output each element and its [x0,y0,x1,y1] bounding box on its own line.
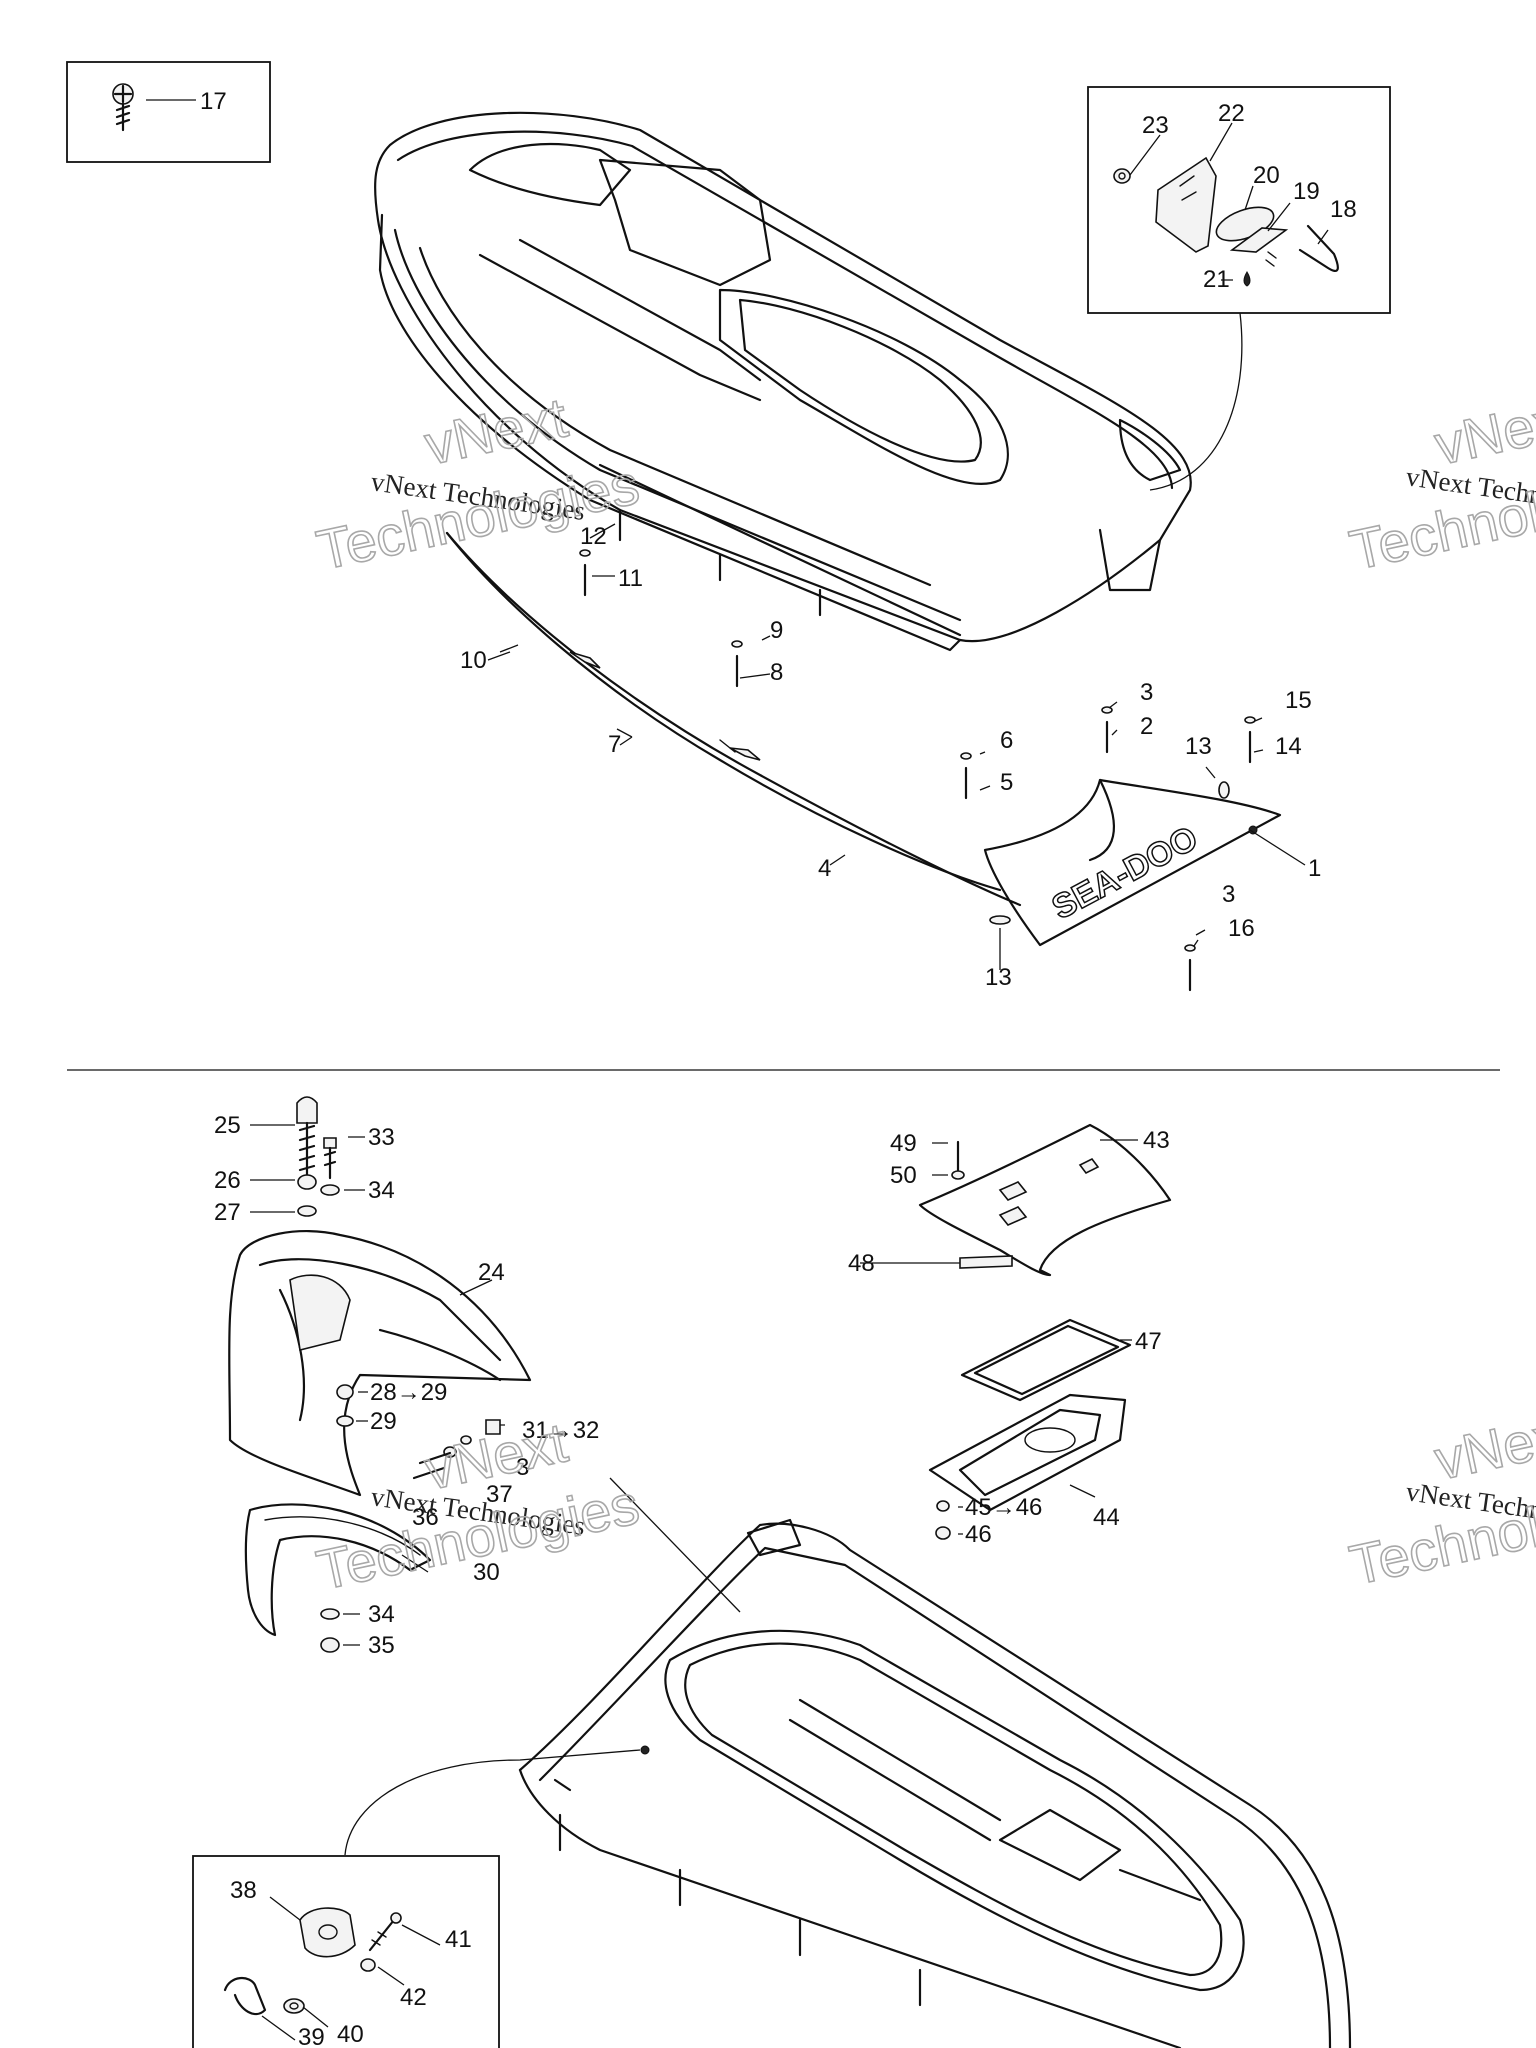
callout-41: 41 [445,1926,472,1953]
u-bolt-icon [1265,224,1339,272]
callout-5: 5 [1000,769,1013,796]
watermark-word-3: vNext [1429,385,1536,476]
callout-48: 48 [848,1250,875,1277]
callout-38: 38 [230,1877,257,1904]
screw-icon [112,83,134,132]
callout-21: 21 [1203,266,1230,293]
seat-to-deck-leader [609,1477,741,1613]
inset-box-38-42: 38 41 42 40 39 [192,1855,500,2048]
bin-fasteners [935,1140,965,1540]
callout-24: 24 [478,1259,505,1286]
callout-16: 16 [1228,915,1255,942]
watermark-word-7: vNext [1429,1400,1536,1491]
callout-18: 18 [1330,196,1357,223]
callout-34b: 34 [368,1601,395,1628]
callout-30: 30 [473,1559,500,1586]
latch-hook-icon [223,1977,267,2016]
callout-27: 27 [214,1199,241,1226]
callout-45: 45→46 [965,1494,1042,1521]
storage-cover [918,1123,1172,1277]
callout-31: 31→32 [522,1417,599,1444]
callout-20: 20 [1253,162,1280,189]
callout-3c: 3 [516,1454,529,1481]
callout-9: 9 [770,617,783,644]
drop-icon [1243,271,1251,287]
callout-46: 46 [965,1521,992,1548]
callout-47: 47 [1135,1328,1162,1355]
seat-fasteners [296,1096,501,1653]
callout-4: 4 [818,855,831,882]
callout-33: 33 [368,1124,395,1151]
callout-17: 17 [200,88,227,115]
watermark-word-2: Technologies [311,452,644,582]
callout-22: 22 [1218,100,1245,127]
storage-gasket [960,1318,1132,1402]
callout-43: 43 [1143,1127,1170,1154]
watermark-word-5: vNext [419,1410,573,1501]
callout-6: 6 [1000,727,1013,754]
handle-cover [244,1503,432,1637]
bolt-icon [368,1912,402,1952]
latch-plate-icon [299,1907,356,1958]
watermark-top-right: vNext vNext Technologies Technologies [1344,384,1536,582]
callout-13b: 13 [985,964,1012,991]
watermark-bottom-right: vNext vNext Technologies Technologies [1344,1399,1536,1597]
callout-14: 14 [1275,733,1302,760]
callout-35: 35 [368,1632,395,1659]
upper-hull [374,111,1192,652]
washer-icon [283,1998,305,2014]
callout-39: 39 [298,2024,325,2048]
bracket-icon [1155,156,1217,253]
callout-7: 7 [608,731,621,758]
watermark-top: vNext vNext Technologies Technologies [311,384,645,582]
decal-fasteners [579,549,1306,992]
callout-34a: 34 [368,1177,395,1204]
inset-to-deck-leader [344,1749,641,1856]
callout-8: 8 [770,659,783,686]
lower-left-callouts: 25 33 26 34 27 24 28→29 29 31→32 3 37 36… [214,1112,599,1659]
callout-25: 25 [214,1112,241,1139]
callout-49: 49 [890,1130,917,1157]
nut-icon [1113,168,1131,184]
callout-37: 37 [486,1481,513,1508]
callout-12: 12 [580,523,607,550]
lower-hull [518,1518,1352,2048]
callout-26: 26 [214,1167,241,1194]
hull-decal-strip [445,531,1022,907]
inset-box-18-23: 23 22 20 19 18 21 [1087,86,1391,491]
plate-icon [1229,227,1289,253]
callout-50: 50 [890,1162,917,1189]
callout-3a: 3 [1140,679,1153,706]
sea-doo-decal: SEA-DOO [1046,819,1204,927]
top-callouts: 12 11 10 9 8 7 6 5 4 3 2 13 15 14 1 3 16… [460,523,1321,991]
inset-box-17: 17 [66,61,271,163]
callout-13a: 13 [1185,733,1212,760]
callout-36: 36 [412,1504,439,1531]
callout-42: 42 [400,1984,427,2011]
callout-23: 23 [1142,112,1169,139]
callout-2: 2 [1140,713,1153,740]
callout-44: 44 [1093,1504,1120,1531]
callout-3b: 3 [1222,881,1235,908]
callout-10: 10 [460,647,487,674]
storage-bin [928,1393,1127,1512]
callout-29: 29 [370,1408,397,1435]
callout-19: 19 [1293,178,1320,205]
callout-40: 40 [337,2021,364,2048]
callout-15: 15 [1285,687,1312,714]
lower-right-callouts: 49 50 48 43 47 44 45→46 46 [848,1127,1170,1548]
callout-11: 11 [618,565,643,592]
callout-1: 1 [1308,855,1321,882]
callout-28: 28→29 [370,1379,447,1406]
